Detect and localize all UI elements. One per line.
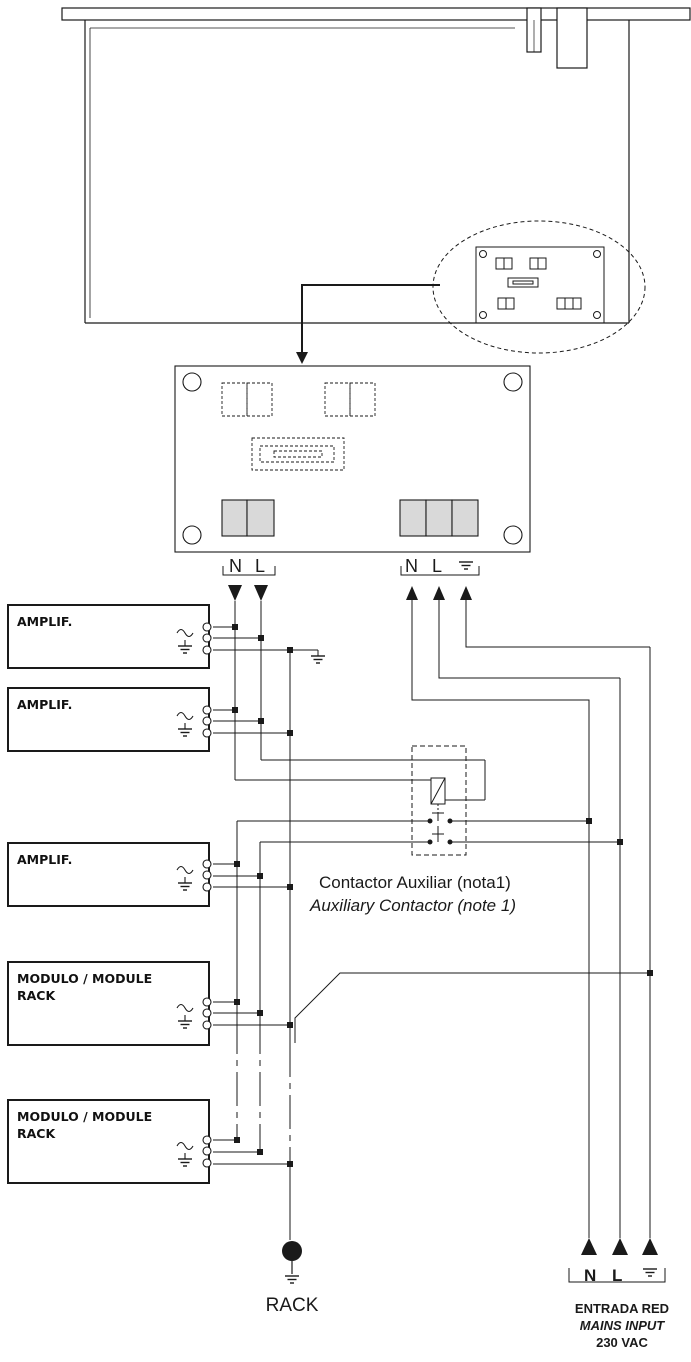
mains-l-label: L: [612, 1266, 622, 1285]
mains-title-es: ENTRADA RED: [575, 1301, 669, 1316]
mains-voltage: 230 VAC: [596, 1335, 648, 1350]
module-3-label: AMPLIF.: [17, 852, 72, 867]
pcb-right-n-label: N: [405, 556, 418, 576]
wiring: [213, 600, 651, 1240]
pcb-n-output-arrow: [228, 585, 242, 601]
contact-points: [427, 818, 453, 845]
module-5-ground-icon: [177, 1158, 193, 1167]
pcb-enlarged: [174, 365, 531, 553]
pcb-l-output-arrow: [254, 585, 268, 601]
module-2-label: AMPLIF.: [17, 697, 72, 712]
mains-n-arrow: [581, 1238, 597, 1255]
pcb-terminal-labels: [222, 566, 480, 576]
rack-ground-terminal: [282, 1241, 302, 1261]
pcb-output-arrows: [228, 585, 268, 601]
mains-ground-arrow: [642, 1238, 658, 1255]
power-input-3: [176, 859, 212, 892]
pcb-left-l-label: L: [255, 556, 265, 576]
mains-title-en: MAINS INPUT: [580, 1318, 666, 1333]
module-5-label: MODULO / MODULE: [17, 1109, 152, 1124]
module-5-sublabel: RACK: [17, 1126, 56, 1141]
module-boxes: [7, 604, 210, 1184]
rack-ground-icon: [284, 1275, 300, 1284]
module-1-ground-icon: [177, 645, 193, 654]
pcb-right-l-label: L: [432, 556, 442, 576]
module-2-ground-icon: [177, 728, 193, 737]
rack-unit-top-view: [61, 7, 691, 324]
module-4-label: MODULO / MODULE: [17, 971, 152, 986]
pcb-left-n-label: N: [229, 556, 242, 576]
chassis-ground-icon: [310, 655, 326, 664]
mains-input-arrows: [581, 1238, 658, 1255]
power-input-1: [176, 622, 212, 655]
pcb-l-input-arrow: [433, 586, 445, 600]
pcb-location-detail: [432, 220, 646, 354]
module-4-ground-icon: [177, 1020, 193, 1029]
pcb-ground-input-arrow: [460, 586, 472, 600]
pcb-input-arrows: [406, 586, 472, 600]
junction-dots: [232, 624, 653, 1167]
power-input-5: [176, 1135, 212, 1168]
pcb-n-input-arrow: [406, 586, 418, 600]
mains-n-label: N: [584, 1266, 596, 1285]
contactor-label-es: Contactor Auxiliar (nota1): [319, 873, 511, 892]
module-power-inputs: [176, 622, 212, 1168]
detail-pointer-arrow: [296, 284, 440, 364]
mains-ground-icon: [642, 1268, 658, 1277]
auxiliary-contactor: [411, 745, 467, 856]
power-input-4: [176, 997, 212, 1030]
pcb-right-ground-icon: [458, 561, 474, 570]
module-3-ground-icon: [177, 882, 193, 891]
rack-ground-label: RACK: [266, 1295, 319, 1316]
contactor-label-en: Auxiliary Contactor (note 1): [309, 896, 516, 915]
mains-terminal-bracket: [568, 1268, 666, 1283]
module-4-sublabel: RACK: [17, 988, 56, 1003]
mains-l-arrow: [612, 1238, 628, 1255]
power-input-2: [176, 705, 212, 738]
module-1-label: AMPLIF.: [17, 614, 72, 629]
